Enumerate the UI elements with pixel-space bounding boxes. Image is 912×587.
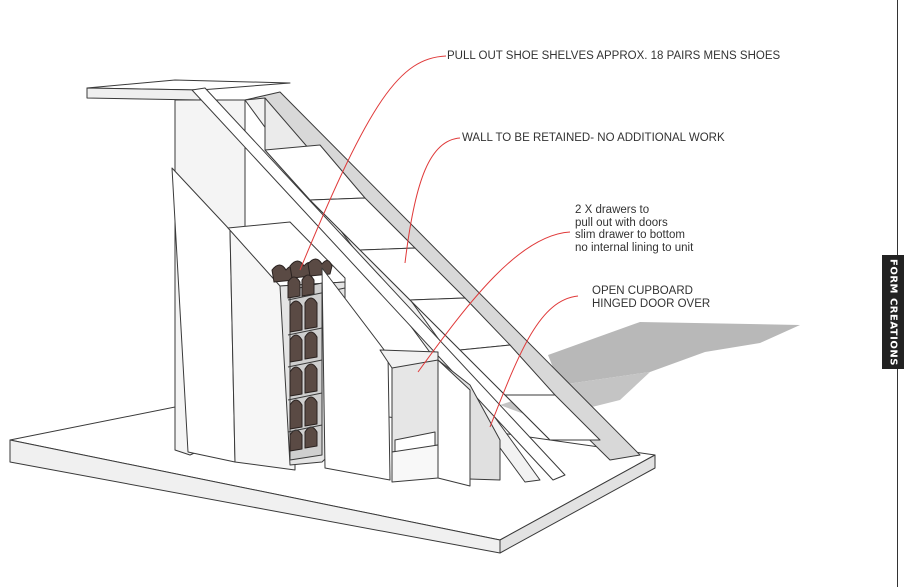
shoes xyxy=(271,258,333,452)
leader-lines xyxy=(299,55,579,428)
annotation-shoe-shelves: PULL OUT SHOE SHELVES APPROX. 18 PAIRS M… xyxy=(447,50,781,62)
annotation-wall-retained: WALL TO BE RETAINED- NO ADDITIONAL WORK xyxy=(462,132,725,144)
drawer-unit xyxy=(379,349,439,483)
step-shelves xyxy=(264,144,601,441)
annotation-cupboard-line: OPEN CUPBOARD xyxy=(592,285,693,297)
cast-shadow xyxy=(548,322,800,385)
annotation-drawers-line: 2 X drawers to xyxy=(575,204,650,216)
annotation-drawers-line: no internal lining to unit xyxy=(575,241,694,254)
handrail-beam xyxy=(191,87,566,481)
annotation-drawers-line: slim drawer to bottom xyxy=(575,229,685,241)
annotation-cupboard-line: HINGED DOOR OVER xyxy=(592,297,711,310)
brand-label: FORM CREATIONS xyxy=(887,258,899,366)
brand-tab: FORM CREATIONS xyxy=(882,255,904,369)
open-cupboard xyxy=(437,359,501,487)
middle-panel xyxy=(321,267,391,481)
annotation-drawers-line: pull out with doors xyxy=(575,216,668,229)
annotation-drawers: 2 X drawers to pull out with doors slim … xyxy=(575,204,693,254)
annotation-open-cupboard: OPEN CUPBOARD HINGED DOOR OVER xyxy=(592,285,710,310)
